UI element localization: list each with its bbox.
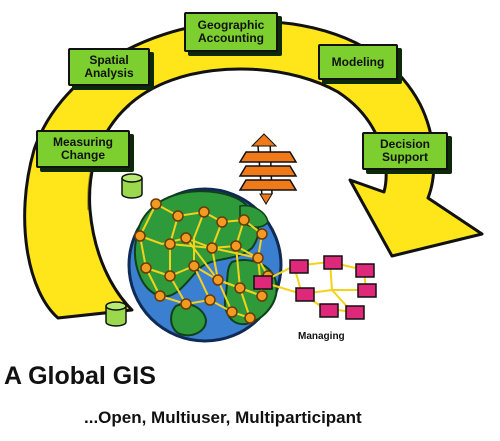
network-node-icon — [140, 262, 152, 274]
page-title: A Global GIS — [4, 362, 156, 390]
network-node-icon — [198, 206, 210, 218]
network-node-icon — [134, 230, 146, 242]
managing-boxes — [253, 255, 377, 320]
network-node-icon — [180, 232, 192, 244]
network-node-icon — [188, 260, 200, 272]
network-node-icon — [256, 290, 268, 302]
network-node-icon — [256, 228, 268, 240]
network-node-icon — [212, 274, 224, 286]
box-geographic-accounting: Geographic Accounting — [184, 12, 278, 52]
network-box-icon — [295, 287, 315, 302]
network-box-icon — [253, 275, 273, 290]
managing-label: Managing — [298, 331, 345, 342]
network-box-icon — [355, 263, 375, 278]
network-node-icon — [238, 214, 250, 226]
network-node-icon — [206, 242, 218, 254]
database-cylinder-icon — [121, 173, 143, 199]
box-decision-support: Decision Support — [362, 132, 448, 170]
box-modeling: Modeling — [318, 44, 398, 80]
network-node-icon — [172, 210, 184, 222]
page-subtitle: ...Open, Multiuser, Multiparticipant — [84, 408, 362, 427]
network-box-icon — [345, 305, 365, 320]
network-box-icon — [323, 255, 343, 270]
network-node-icon — [244, 312, 256, 324]
network-node-icon — [180, 298, 192, 310]
network-node-icon — [204, 294, 216, 306]
network-node-icon — [226, 306, 238, 318]
network-node-icon — [234, 282, 246, 294]
network-box-icon — [319, 303, 339, 318]
layer-stack-icon — [238, 133, 298, 205]
network-box-icon — [357, 283, 377, 298]
network-node-icon — [154, 290, 166, 302]
globe-network-nodes — [134, 198, 274, 324]
network-node-icon — [252, 252, 264, 264]
box-spatial-analysis: Spatial Analysis — [68, 48, 150, 86]
globe-icon — [127, 187, 283, 343]
box-measuring-change: Measuring Change — [36, 130, 130, 168]
database-cylinder-icon — [105, 301, 127, 327]
network-node-icon — [164, 270, 176, 282]
network-node-icon — [230, 240, 242, 252]
network-box-icon — [289, 259, 309, 274]
network-node-icon — [150, 198, 162, 210]
network-node-icon — [216, 216, 228, 228]
network-node-icon — [164, 238, 176, 250]
